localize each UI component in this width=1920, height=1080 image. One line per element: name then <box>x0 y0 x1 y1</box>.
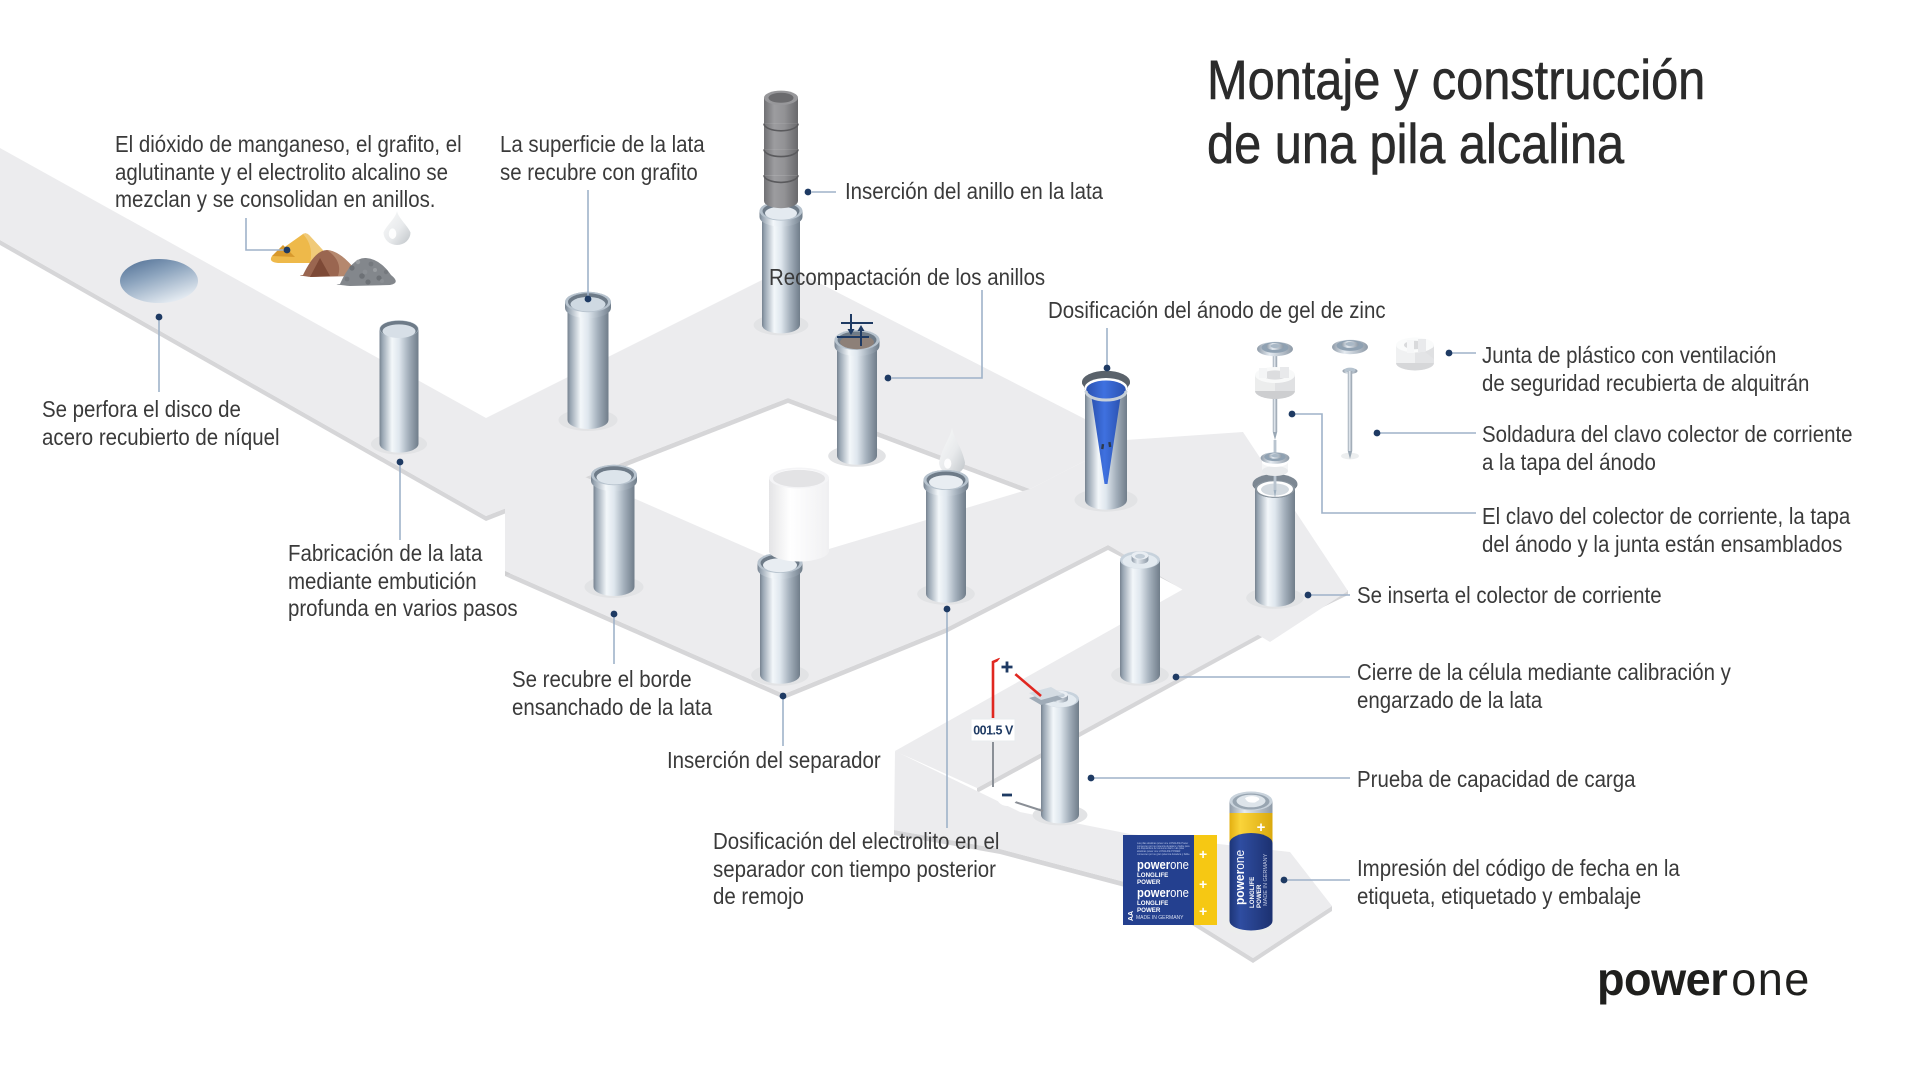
svg-text:001.5 V: 001.5 V <box>973 724 1014 738</box>
svg-text:+: + <box>1257 819 1266 836</box>
